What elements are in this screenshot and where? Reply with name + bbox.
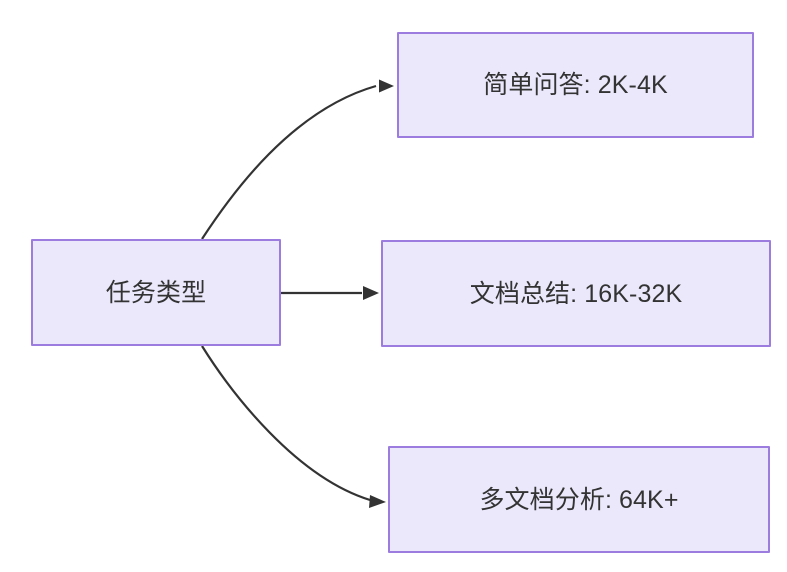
node-label-simple-qa: 简单问答: 2K-4K	[483, 71, 668, 99]
arrowhead-simple-qa	[379, 79, 394, 93]
node-label-doc-summary: 文档总结: 16K-32K	[469, 279, 683, 308]
node-label-root: 任务类型	[105, 278, 207, 307]
node-doc-summary[interactable]: 文档总结: 16K-32K	[381, 240, 771, 347]
arrowhead-multi-doc	[369, 495, 386, 508]
edge-root-to-doc-summary	[281, 286, 379, 300]
node-label-multi-doc: 多文档分析: 64K+	[479, 485, 679, 514]
node-task-type-root[interactable]: 任务类型	[31, 239, 281, 346]
node-multi-doc[interactable]: 多文档分析: 64K+	[388, 446, 770, 553]
edge-root-to-multi-doc	[201, 345, 386, 508]
node-simple-qa[interactable]: 简单问答: 2K-4K	[397, 32, 754, 138]
edge-root-to-simple-qa	[201, 79, 394, 240]
edge-path-multi-doc	[201, 345, 371, 502]
arrowhead-doc-summary	[363, 286, 379, 300]
edge-path-simple-qa	[201, 84, 377, 240]
